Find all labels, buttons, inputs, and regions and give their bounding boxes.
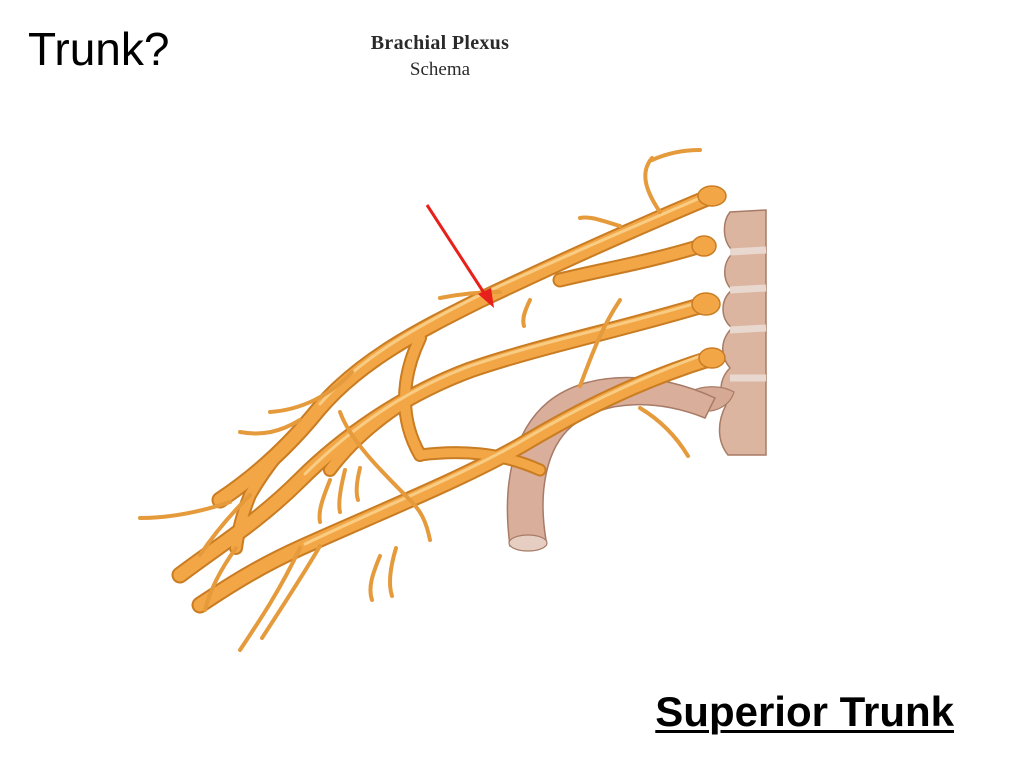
slide-title: Trunk? bbox=[28, 23, 170, 75]
branch-subclavius bbox=[521, 298, 532, 328]
medial-cord-fill bbox=[415, 448, 545, 475]
root-c7 bbox=[691, 292, 721, 316]
answer-label: Superior Trunk bbox=[655, 688, 954, 735]
middle-trunk-fill bbox=[173, 297, 713, 582]
posterior-division-fill bbox=[325, 365, 475, 475]
middle-trunk bbox=[171, 295, 715, 584]
branch-suprascapular bbox=[643, 156, 662, 214]
intervertebral-disc bbox=[729, 246, 767, 256]
nerve-network bbox=[138, 148, 727, 652]
branch-rib-nerve bbox=[638, 406, 690, 458]
branch-long-thoracic bbox=[438, 290, 502, 300]
branch-median bbox=[203, 546, 238, 612]
root-c8 bbox=[698, 347, 726, 369]
figure-caption-title: Brachial Plexus bbox=[370, 32, 510, 54]
branch-loop bbox=[338, 410, 432, 542]
branch-pectoral bbox=[268, 370, 354, 414]
root-c6-fill bbox=[554, 239, 710, 286]
branch-thoracodorsal-1 bbox=[317, 478, 332, 524]
lower-trunk-fill bbox=[193, 351, 719, 612]
anterior-division-fill bbox=[400, 333, 425, 460]
intervertebral-disc bbox=[729, 324, 767, 334]
pointer-arrow bbox=[425, 204, 494, 308]
lateral-cord-fill bbox=[231, 405, 323, 553]
root-c5 bbox=[697, 185, 727, 207]
branch-upper bbox=[650, 148, 702, 162]
root-c6 bbox=[691, 235, 717, 257]
figure-caption-subtitle: Schema bbox=[409, 59, 471, 80]
intervertebral-disc bbox=[729, 284, 767, 294]
branch-medial-cutaneous bbox=[260, 544, 322, 640]
branch-sympathetic bbox=[578, 298, 622, 388]
branch-small-1 bbox=[238, 418, 302, 436]
figure-caption: Brachial Plexus Schema bbox=[330, 32, 550, 81]
branch-lower-2 bbox=[387, 546, 398, 598]
branch-lower-1 bbox=[368, 554, 382, 602]
branch-musculocutaneous bbox=[138, 500, 232, 520]
branch-ulnar bbox=[238, 546, 302, 652]
branch-dorsal-scapular bbox=[578, 215, 622, 228]
branch-radial bbox=[198, 493, 252, 557]
branch-thoracodorsal-2 bbox=[337, 468, 347, 514]
branch-subscapular bbox=[354, 466, 362, 502]
